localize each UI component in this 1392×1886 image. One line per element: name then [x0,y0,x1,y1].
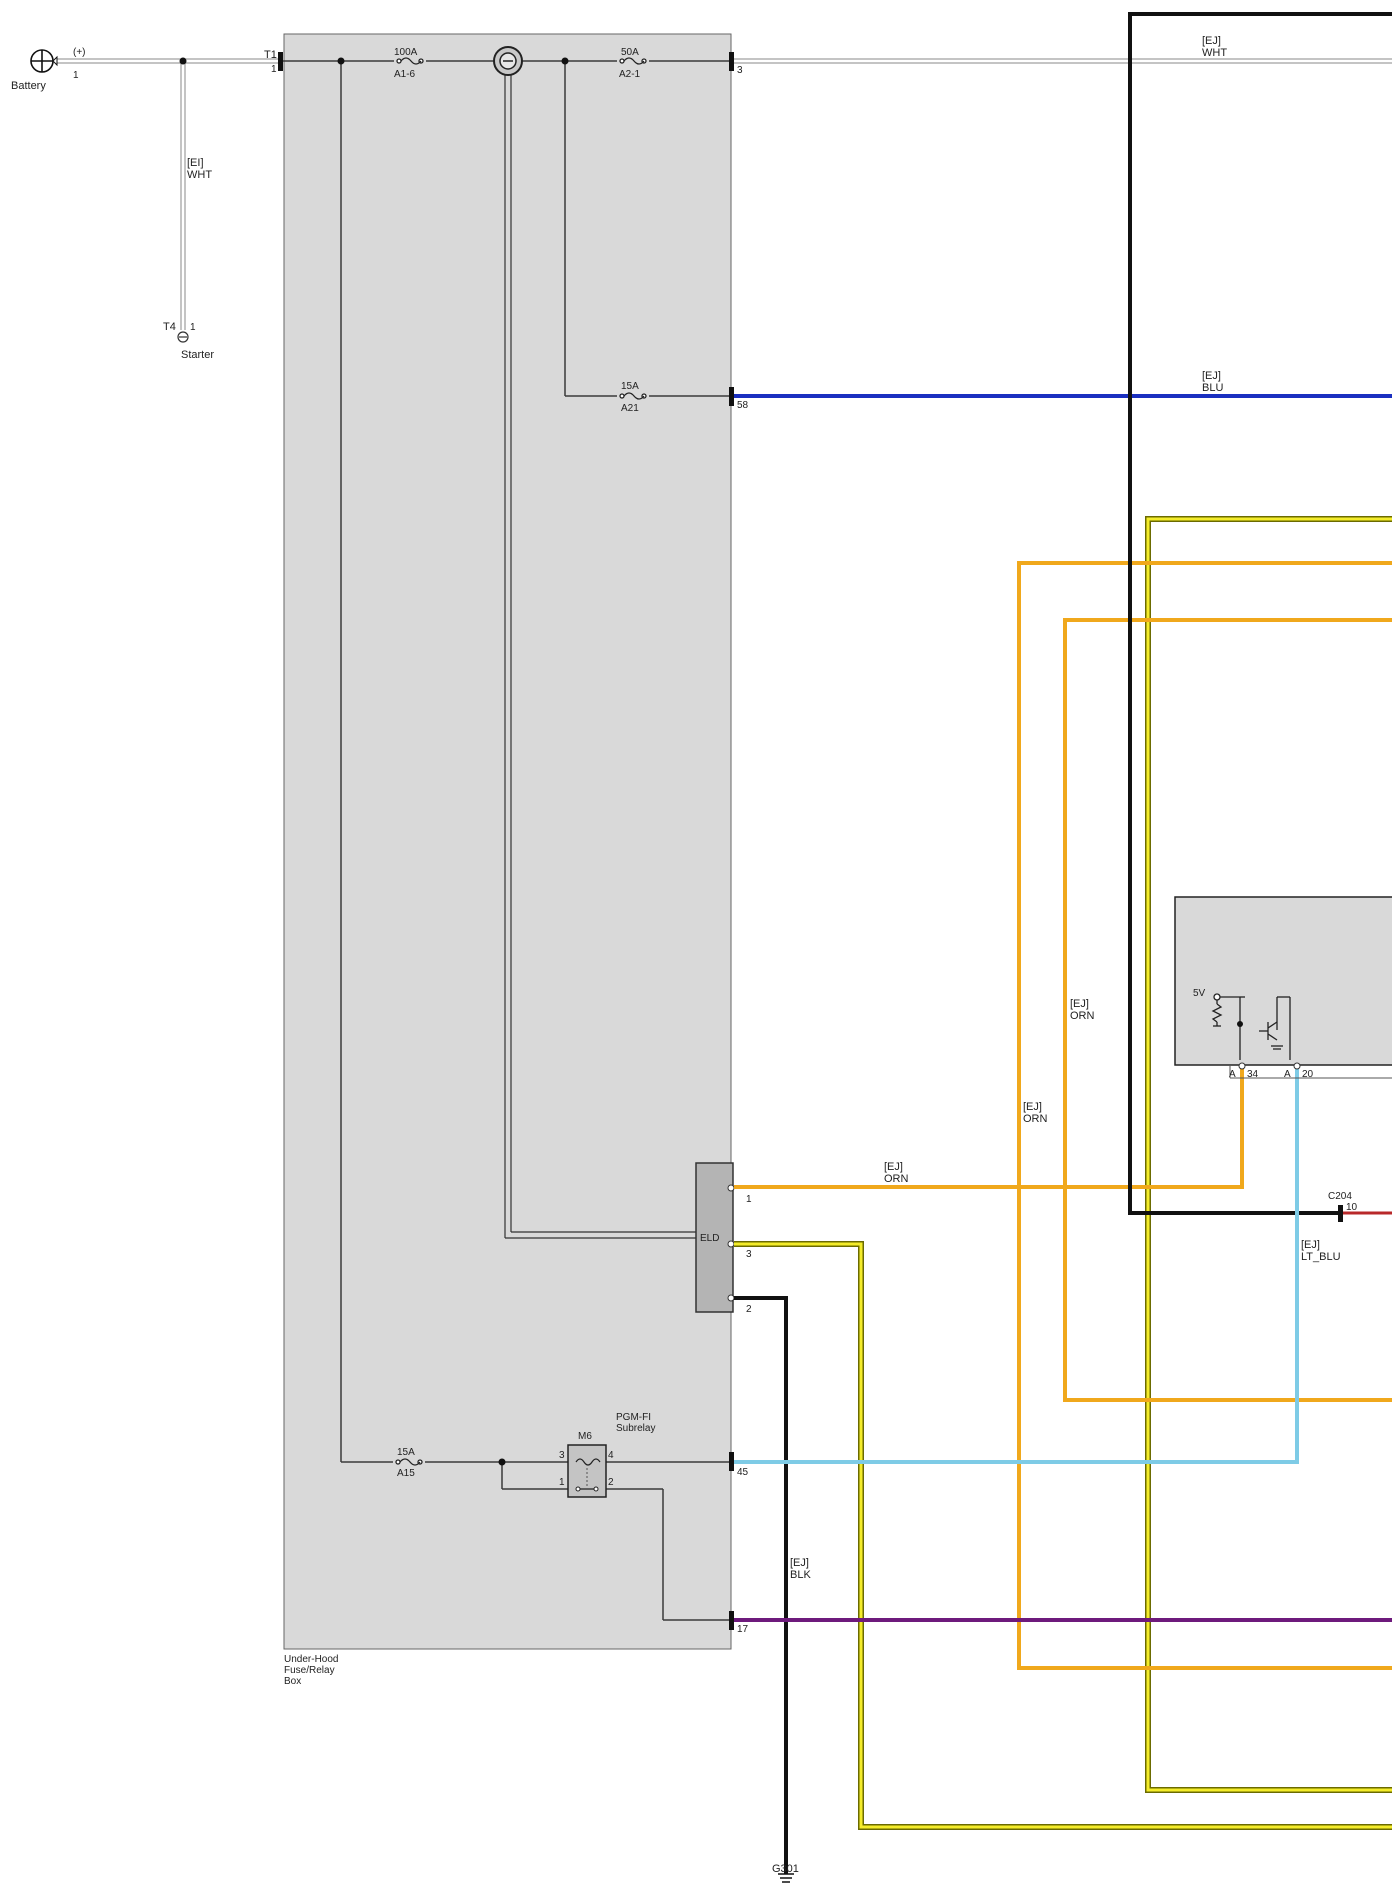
splice-dot [561,57,569,65]
pin-a20-letter: A [1284,1069,1291,1080]
terminal-17 [729,1611,734,1630]
relay-pin-4: 4 [608,1450,614,1461]
ground-id: G301 [772,1863,799,1875]
c204-pin: 10 [1346,1202,1358,1213]
orn-wire-b-color: ORN [1023,1113,1048,1125]
pin-a34-num: 34 [1247,1069,1259,1080]
eld-pin-2: 2 [746,1304,752,1315]
battery-polarity: (+) [73,47,86,58]
relay-pin-1: 1 [559,1477,565,1488]
orn-wire-outer [1017,561,1392,1670]
orn-wire-inner [1063,618,1392,1402]
terminal-3 [729,52,734,71]
module-pin-a20 [1293,1062,1301,1070]
blk-wire-c204 [1128,12,1392,1215]
terminal-45-label: 45 [737,1467,749,1478]
lt-blu-wire [734,1066,1299,1464]
fuse-15a-a21-id: A21 [621,403,639,414]
starter-wire-color: WHT [187,169,212,181]
module-pin-a34 [1238,1062,1246,1070]
fuse-icon [394,56,426,66]
t1-connector-label: T1 [264,49,277,61]
fuse-50a-rating: 50A [621,47,639,58]
control-module [1174,896,1392,1066]
transistor-icon [1259,996,1291,1060]
yellow-wire-loop [1145,516,1392,1793]
fuse-50a-id: A2-1 [619,69,641,80]
lt-blu-wire-system: [EJ] [1301,1239,1320,1251]
wht-wire-color: WHT [1202,47,1227,59]
battery-label: Battery [11,80,46,92]
eld-pin-3: 3 [746,1249,752,1260]
fuse-15a-a15-rating: 15A [397,1447,415,1458]
main-fuse-ring-icon [493,46,523,76]
starter-wire-system: [EI] [187,157,204,169]
ground-icon [778,1873,794,1883]
starter-terminal-icon [177,331,189,343]
relay-name-line2: Subrelay [616,1423,655,1434]
blk-wire-color: BLK [790,1569,811,1581]
blu-wire-color: BLU [1202,382,1223,394]
eld-pin-1: 1 [746,1194,752,1205]
battery-icon [30,49,58,73]
wht-wire-system: [EJ] [1202,35,1221,47]
terminal-45 [729,1452,734,1471]
c204-label: C204 [1328,1191,1352,1202]
splice-dot [498,1458,506,1466]
battery-pin: 1 [73,70,79,81]
relay-pin-2: 2 [608,1477,614,1488]
orn-wire-eld [734,1066,1244,1189]
blu-wire-system: [EJ] [1202,370,1221,382]
splice-dot [337,57,345,65]
t1-pin-label: 1 [271,64,277,75]
lt-blu-wire-color: LT_BLU [1301,1251,1341,1263]
terminal-17-label: 17 [737,1624,749,1635]
t1-connector [278,52,283,71]
fuse-box-name-line3: Box [284,1676,301,1687]
orn-wire-eld-system: [EJ] [884,1161,903,1173]
pin-a20-num: 20 [1302,1069,1314,1080]
fuse-icon [393,1457,425,1467]
orn-wire-b-system: [EJ] [1023,1101,1042,1113]
fuse-100a-rating: 100A [394,47,418,58]
battery-splice [179,57,187,65]
starter-label: Starter [181,349,214,361]
orn-wire-a-color: ORN [1070,1010,1095,1022]
module-voltage: 5V [1193,988,1206,999]
blk-ground-wire [734,1296,788,1874]
terminal-58 [729,387,734,406]
starter-connector: T4 [163,321,176,333]
pullup-resistor-icon [1211,993,1245,1060]
fuse-15a-a21-rating: 15A [621,381,639,392]
fuse-box-name-line2: Fuse/Relay [284,1665,335,1676]
yellow-wire-eld [734,1241,1392,1830]
fuse-100a-id: A1-6 [394,69,416,80]
splice-dot [1237,1021,1243,1027]
fuse-icon [617,391,649,401]
orn-wire-eld-color: ORN [884,1173,909,1185]
starter-pin: 1 [190,322,196,333]
terminal-58-label: 58 [737,400,749,411]
relay-pin-3: 3 [559,1450,565,1461]
eld-sense-line [504,72,696,1239]
blk-wire-system: [EJ] [790,1557,809,1569]
fuse-15a-a15-id: A15 [397,1468,415,1479]
fuse-icon [617,56,649,66]
relay-name-line1: PGM-FI [616,1412,651,1423]
terminal-3-label: 3 [737,65,743,76]
pin-a34-letter: A [1229,1069,1236,1080]
eld-module [695,1162,735,1313]
relay-id: M6 [578,1431,592,1442]
c204-connector [1338,1205,1343,1222]
eld-label: ELD [700,1233,719,1244]
under-hood-fuse-box [283,33,732,1650]
pgm-fi-subrelay [567,1444,607,1498]
fuse-box-name-line1: Under-Hood [284,1654,338,1665]
orn-wire-a-system: [EJ] [1070,998,1089,1010]
